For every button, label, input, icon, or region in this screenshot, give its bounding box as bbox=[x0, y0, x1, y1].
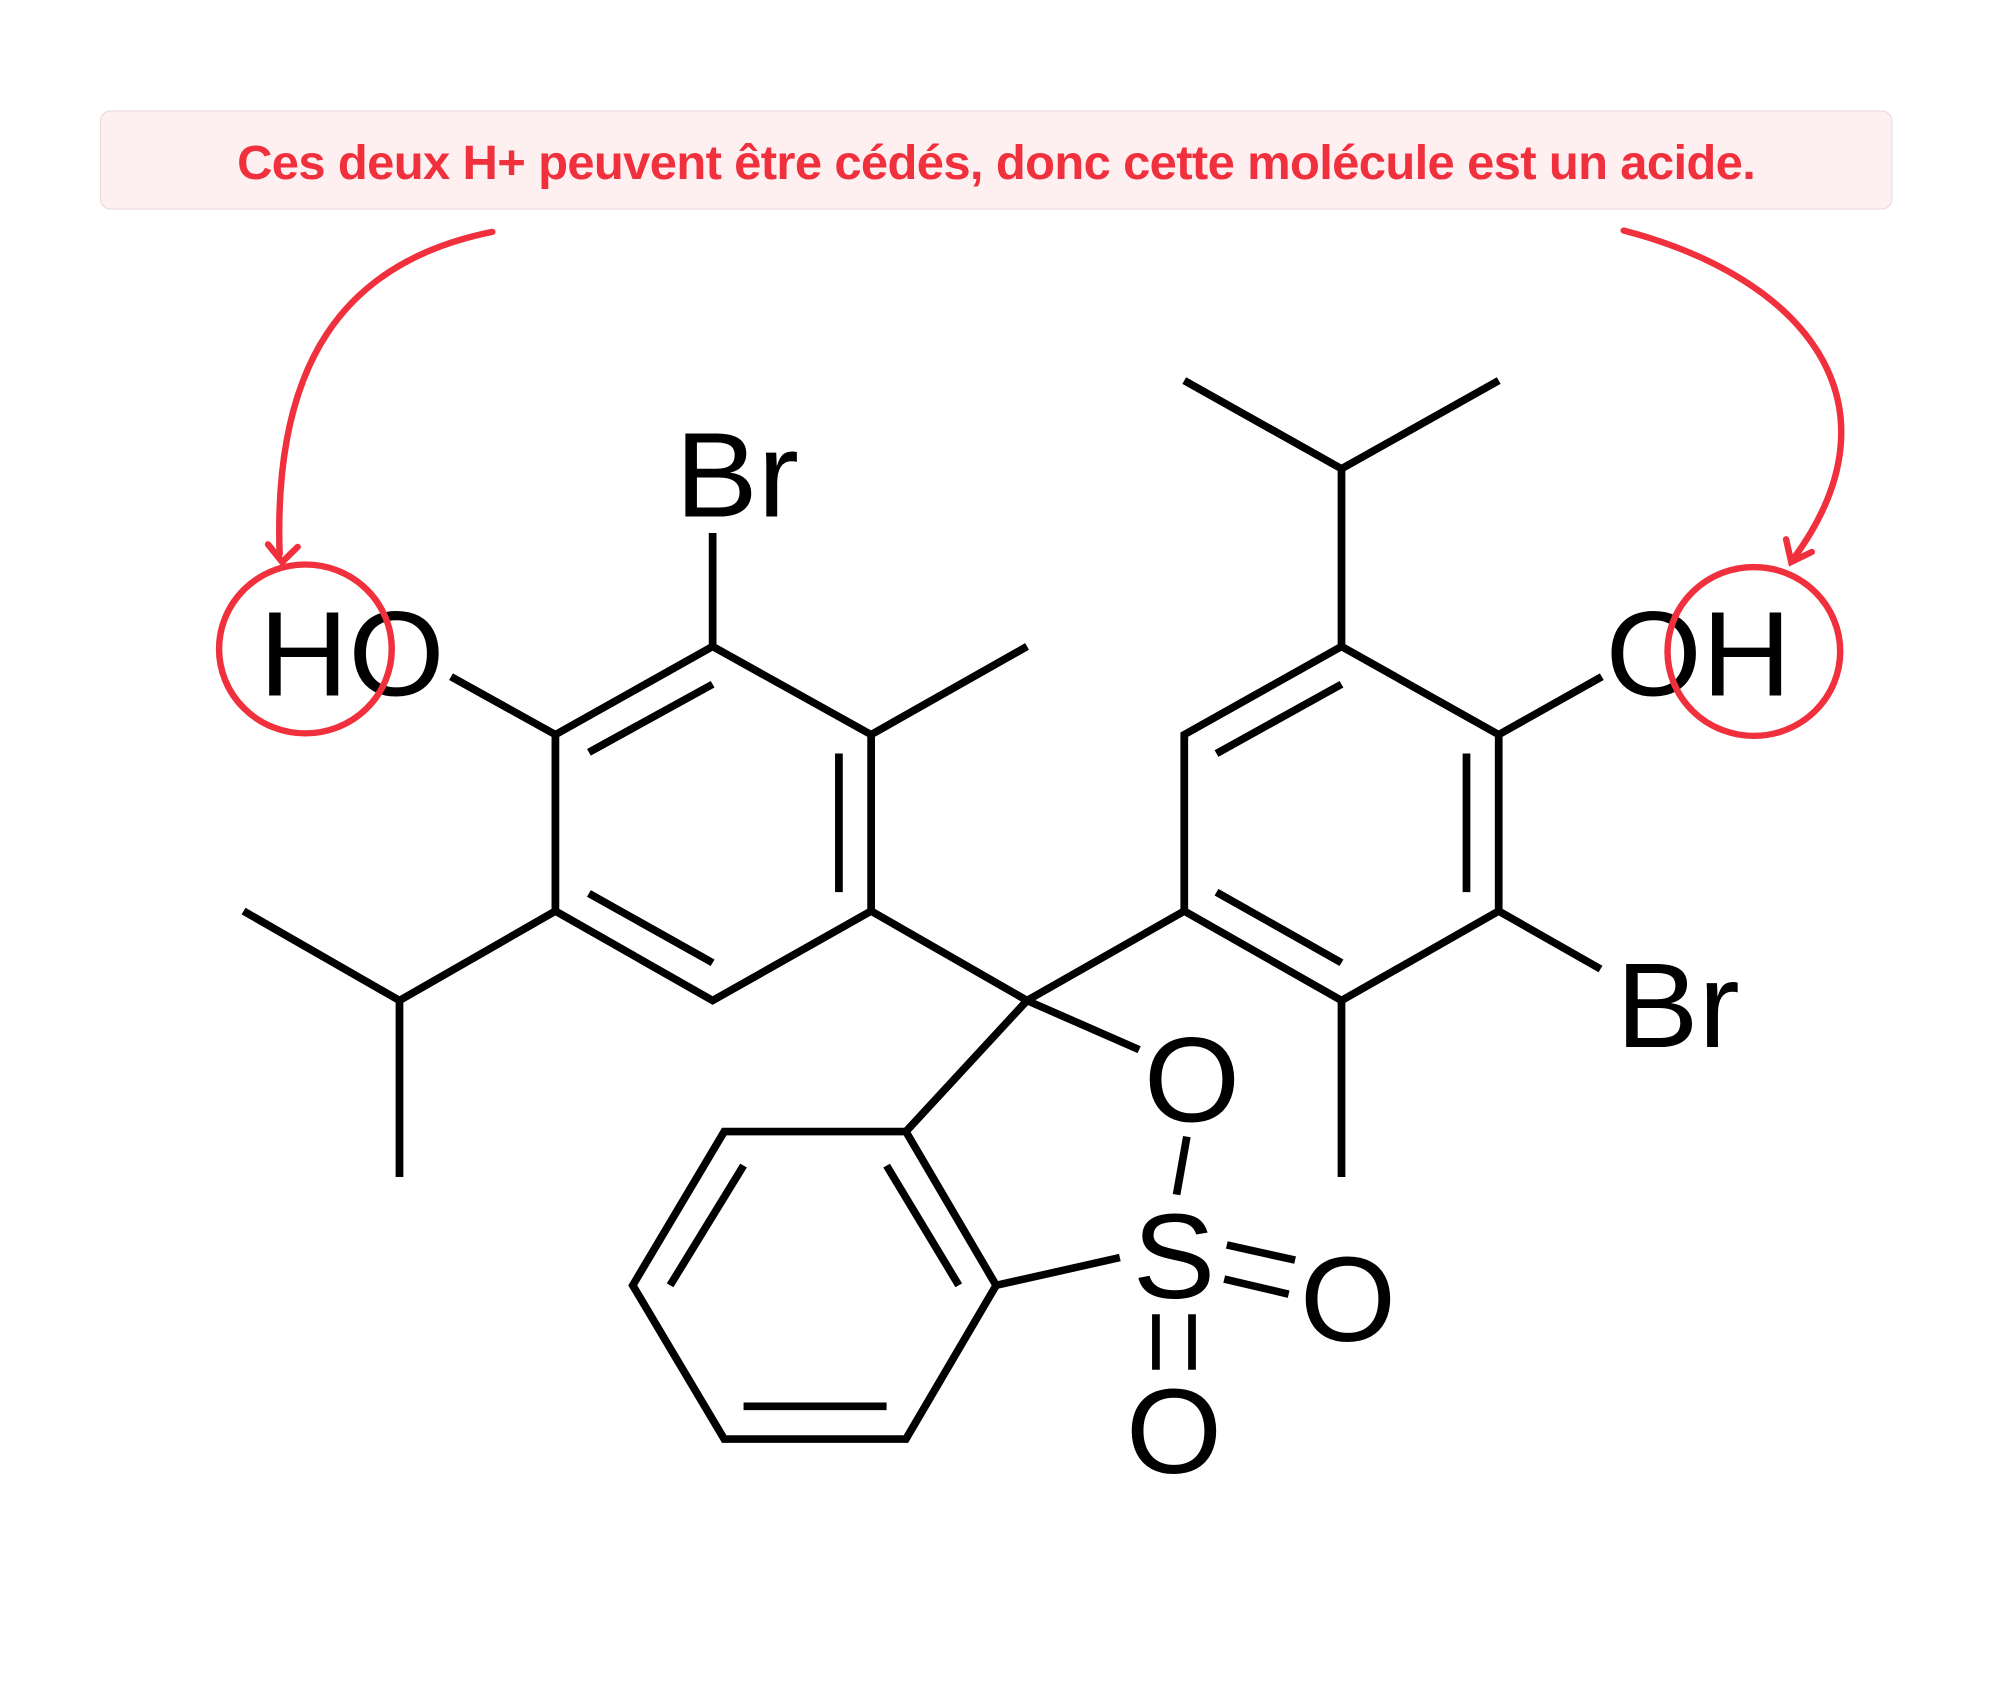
atom-ho-left: HO bbox=[259, 586, 445, 721]
sultone-ring bbox=[628, 1127, 1296, 1443]
left-ring bbox=[241, 533, 1029, 1177]
callout-box bbox=[99, 110, 1893, 210]
highlight-circle-left bbox=[215, 561, 395, 737]
atom-s: S bbox=[1133, 1188, 1216, 1323]
arrow-right bbox=[1620, 227, 1845, 562]
annotation-marks bbox=[215, 227, 1845, 740]
right-ring bbox=[1180, 377, 1604, 1177]
arrow-left bbox=[276, 228, 496, 558]
central-bonds bbox=[869, 907, 1187, 1135]
atom-oh-right: OH bbox=[1606, 586, 1792, 721]
annotation-callout: Ces deux H+ peuvent être cédés, donc cet… bbox=[99, 110, 1893, 210]
arrowhead-right-icon bbox=[1782, 536, 1816, 567]
arrowhead-left-icon bbox=[264, 541, 301, 567]
atom-o-bottom: O bbox=[1126, 1363, 1222, 1498]
atom-br-right: Br bbox=[1616, 937, 1740, 1072]
highlight-circle-right bbox=[1664, 563, 1844, 740]
atom-o-right: O bbox=[1300, 1231, 1396, 1366]
atom-o-ring: O bbox=[1144, 1012, 1240, 1147]
atom-br-left: Br bbox=[675, 407, 799, 542]
callout-text: Ces deux H+ peuvent être cédés, donc cet… bbox=[237, 136, 1755, 189]
